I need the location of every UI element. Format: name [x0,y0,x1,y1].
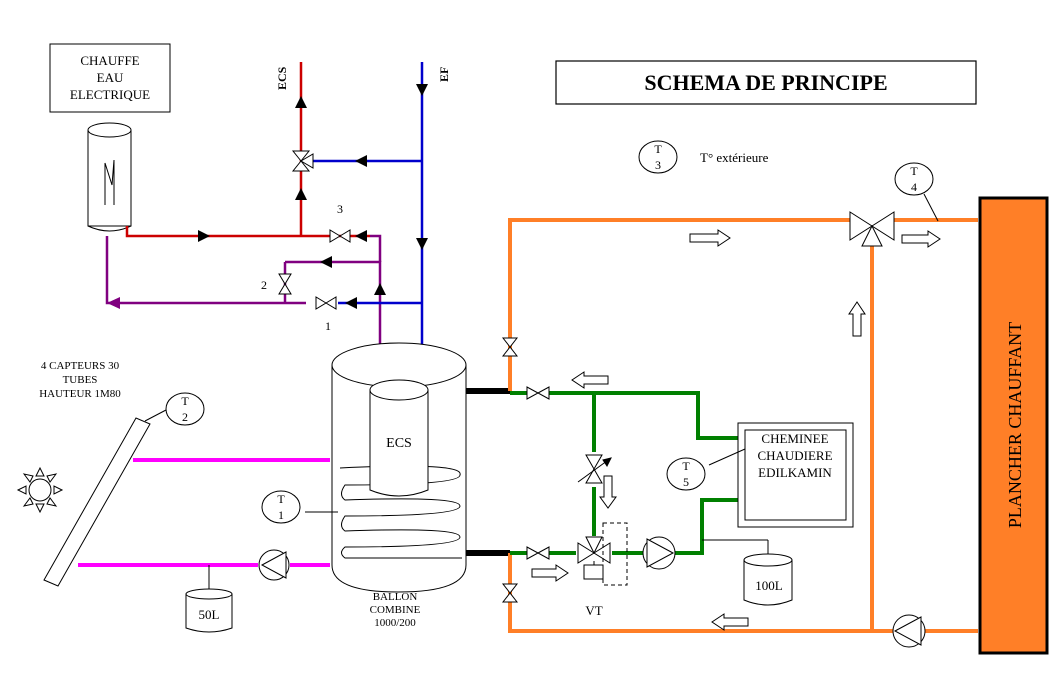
hot-water-pipes [125,62,370,238]
recirculation-arrows [107,297,120,309]
sensor-t4-letter: T [910,164,918,178]
ballon-label-line2: COMBINE [370,604,421,616]
boiler-pump-icon [642,536,676,570]
hollow-flow-arrows [531,229,941,631]
valve-2 [278,273,292,295]
valve-1-label: 1 [325,319,331,333]
chimney-label-line3: EDILKAMIN [758,465,832,480]
sensor-t4-number: 4 [911,180,917,194]
sensor-t3-letter: T [654,142,662,156]
sensor-t2: T 2 [144,392,205,426]
ecs-pipe-label: ECS [275,66,289,90]
valve-1 [315,296,337,310]
ef-pipe-label: EF [437,67,451,82]
collectors-label-line2: TUBES [63,374,98,386]
sensor-t5-letter: T [682,459,690,473]
tank-stubs [466,388,510,556]
sensor-t5: T 5 [666,457,706,491]
solar-loop-pipes [78,458,330,567]
ecs-mixing-valve [291,150,314,172]
sensor-t3: T 3 [638,140,678,174]
floor-mixing-valve [849,211,895,247]
sensor-t4: T 4 [894,162,939,222]
boiler-loop-pipes [510,391,738,555]
boiler-box: CHEMINEE CHAUDIERE EDILKAMIN [737,422,854,528]
diagram-title: SCHEMA DE PRINCIPE [644,70,887,95]
title-box: SCHEMA DE PRINCIPE [555,60,977,105]
collectors-label-line3: HAUTEUR 1M80 [39,388,121,400]
electric-water-heater-label: CHAUFFE EAU ELECTRIQUE [49,43,171,113]
ballon-label-line3: 1000/200 [374,617,416,629]
expansion-vessel-50: 50L [185,588,233,633]
ecs-tank-label: ECS [386,436,412,451]
floor-heating-block: PLANCHER CHAUFFANT [978,196,1049,655]
chimney-label-line2: CHAUDIERE [757,448,832,463]
expansion-50-label: 50L [199,607,220,622]
sensor-t3-number: 3 [655,158,661,172]
sun-icon [16,466,64,514]
heater-label-line3: ELECTRIQUE [70,87,150,102]
sensor-t2-letter: T [181,394,189,408]
valve-3 [329,229,351,243]
chimney-label-line1: CHEMINEE [761,431,828,446]
electric-water-heater [87,122,132,232]
sensor-t5-number: 5 [683,475,689,489]
sensor-t1: T 1 [261,490,301,524]
solar-pump-icon [258,549,290,581]
heater-label-line1: CHAUFFE [80,53,139,68]
expansion-100-label: 100L [755,578,783,593]
sensor-t1-letter: T [277,492,285,506]
solar-collector-panel [43,417,151,587]
ballon-label: BALLON COMBINE 1000/200 [370,591,421,629]
heater-label-line2: EAU [97,70,124,85]
thermostatic-valve [577,522,628,586]
vt-label: VT [585,603,602,618]
floor-pump-icon [892,614,926,648]
outdoor-temp-label: T° extérieure [700,150,769,165]
collectors-label-line1: 4 CAPTEURS 30 [41,360,120,372]
sensor-t2-number: 2 [182,410,188,424]
collector-labels: 4 CAPTEURS 30 TUBES HAUTEUR 1M80 [39,360,121,400]
heating-element-icon [104,159,115,205]
expansion-vessel-100: 100L [702,539,793,606]
valve-2-label: 2 [261,278,267,292]
sensor-t1-number: 1 [278,508,284,522]
flow-arrows-top [198,84,428,309]
ballon-label-line1: BALLON [373,591,418,603]
balancing-valve [577,454,612,484]
tank-coil [339,465,462,559]
floor-heating-label: PLANCHER CHAUFFANT [1005,322,1025,528]
boiler-loop-valves [526,386,550,560]
valve-3-label: 3 [337,202,343,216]
heating-loop-valves [501,337,519,603]
combined-tank: ECS [331,342,467,593]
heating-loop-pipes [508,218,978,633]
